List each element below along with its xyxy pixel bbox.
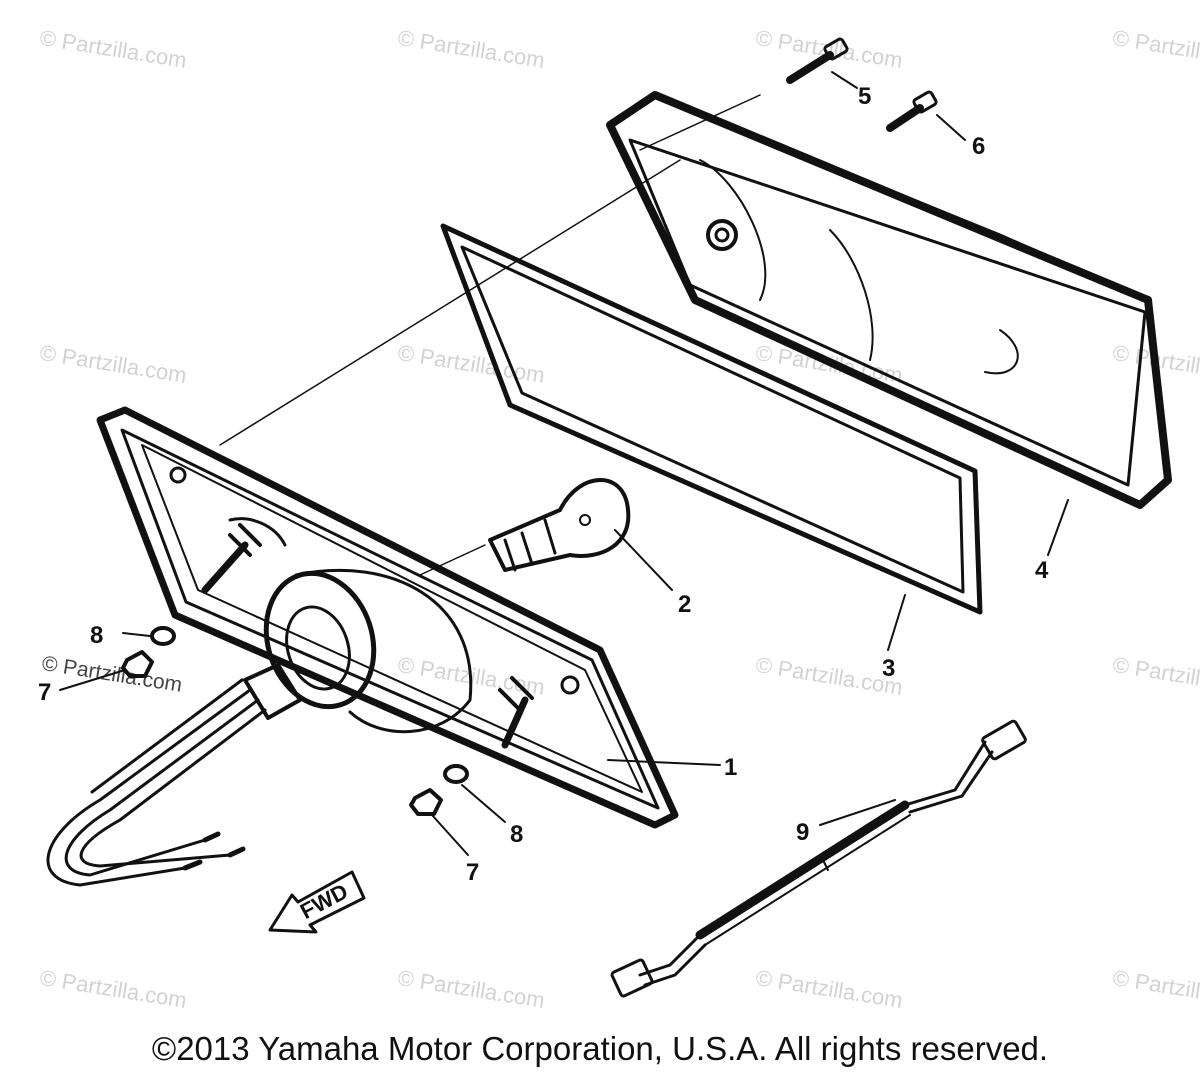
leader-lines [59,71,1069,856]
washer-part-8b [443,764,469,784]
callout-8a: 8 [90,622,103,649]
assembly-lines [219,94,761,576]
callout-7a: 7 [38,679,51,706]
callout-4: 4 [1035,557,1049,584]
callout-labels: 1 2 3 4 5 6 7 7 8 8 9 [38,83,1049,886]
callout-5: 5 [858,83,871,110]
lens-wires [46,678,267,887]
bulb-part [488,478,631,572]
nut-part-7b [409,788,443,816]
callout-6: 6 [972,133,985,160]
nut-part-7a [121,650,154,678]
callout-9: 9 [796,819,809,846]
copyright-notice: ©2013 Yamaha Motor Corporation, U.S.A. A… [151,1030,1049,1067]
screw-part-6 [886,90,938,132]
housing-part [606,91,1172,509]
callout-7b: 7 [466,859,479,886]
callout-3: 3 [882,655,895,682]
lens-part [96,406,679,829]
callout-2: 2 [678,591,691,618]
screw-part-5 [786,37,849,84]
wire-harness-part [610,719,1027,998]
callout-8b: 8 [510,821,523,848]
callout-1: 1 [724,754,737,781]
forward-direction-arrow: FWD [268,870,366,934]
gasket-part [440,223,983,615]
washer-part-8a [150,626,176,646]
